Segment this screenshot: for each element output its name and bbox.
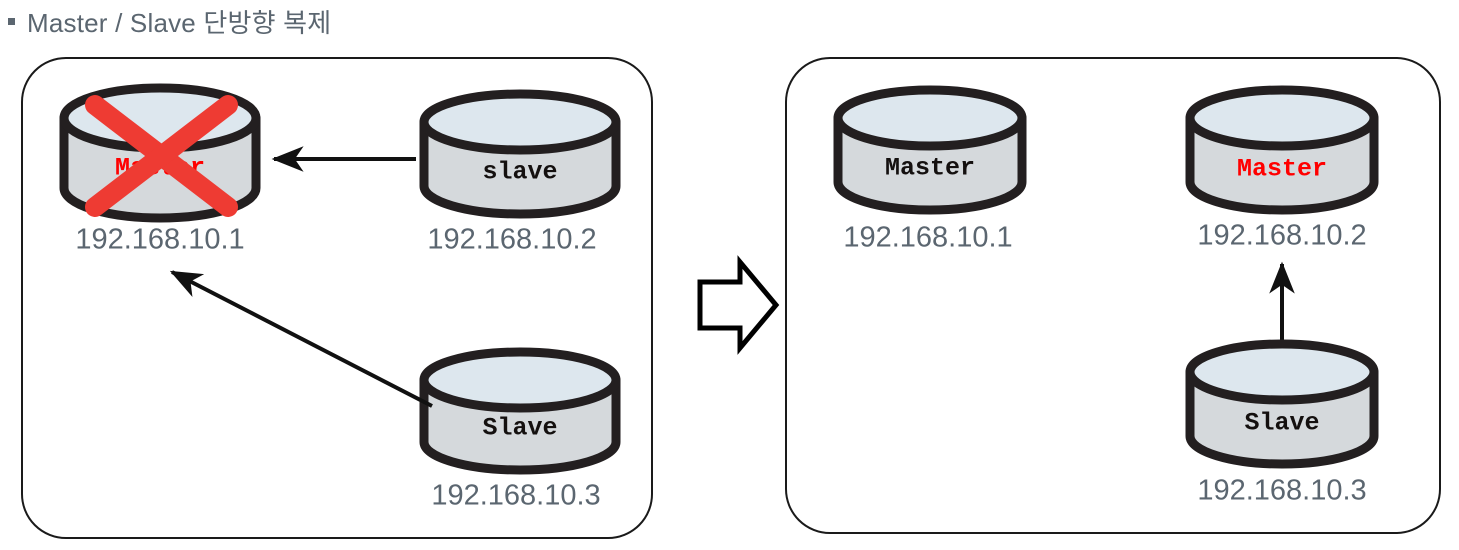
transition-arrow-icon xyxy=(697,255,780,355)
cylinder-top xyxy=(1185,339,1379,405)
cylinder-top xyxy=(1185,85,1379,151)
db-node-master-1[interactable]: Master 192.168.10.1 xyxy=(833,85,1027,254)
after-failover-panel xyxy=(785,57,1441,534)
db-node-label: slave xyxy=(482,158,557,187)
db-node-promoted-master-2[interactable]: Master 192.168.10.2 xyxy=(1185,85,1379,252)
failure-x-icon xyxy=(85,95,238,217)
db-node-ip: 192.168.10.2 xyxy=(1197,220,1366,252)
slide-heading: Master / Slave 단방향 복제 xyxy=(8,2,331,40)
db-node-ip: 192.168.10.3 xyxy=(1197,475,1366,507)
db-node-ip: 192.168.10.3 xyxy=(431,480,600,512)
db-node-ip: 192.168.10.1 xyxy=(75,224,244,256)
db-node-slave-2[interactable]: slave 192.168.10.2 xyxy=(419,89,621,256)
replication-arrow-slave3-to-master xyxy=(169,270,433,408)
db-node-ip: 192.168.10.1 xyxy=(843,222,1012,254)
db-node-label: Master xyxy=(885,154,975,183)
cylinder-top xyxy=(833,85,1027,151)
cylinder-top xyxy=(419,89,621,155)
cylinder-top xyxy=(419,347,621,413)
db-node-label: Master xyxy=(1237,155,1327,184)
db-node-label: Slave xyxy=(482,414,557,443)
before-failover-panel xyxy=(21,57,653,539)
page-title: Master / Slave 단방향 복제 xyxy=(27,7,332,38)
square-bullet-icon xyxy=(8,17,15,25)
db-node-ip: 192.168.10.2 xyxy=(427,224,596,256)
db-node-label: Slave xyxy=(1244,409,1319,438)
db-node-slave-3-after[interactable]: Slave 192.168.10.3 xyxy=(1185,339,1379,507)
db-node-slave-3[interactable]: Slave 192.168.10.3 xyxy=(419,347,621,512)
db-node-master-failed[interactable]: Master 192.168.10.1 xyxy=(59,83,261,256)
